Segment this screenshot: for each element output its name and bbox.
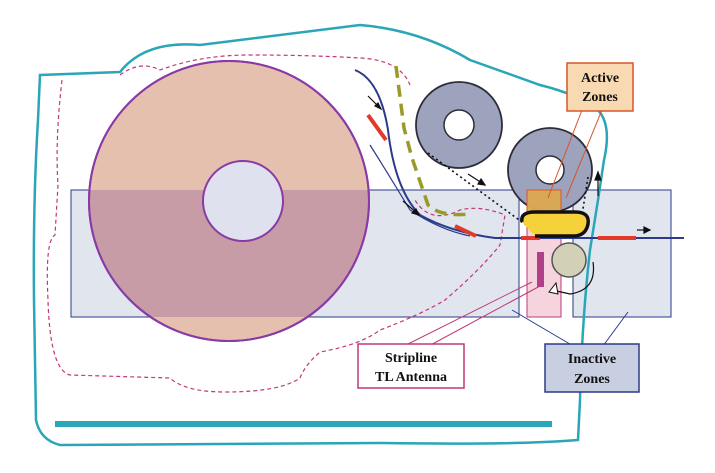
- ribbon-dotted-2: [579, 176, 589, 229]
- ribbon-supply-core: [443, 109, 475, 141]
- media-web-path-2: [369, 144, 471, 237]
- stripline-label-1: Stripline: [385, 351, 437, 366]
- stripline-label-2: TL Antenna: [375, 370, 447, 385]
- ribbon-path-dashed: [394, 65, 471, 217]
- callout-leaders: [399, 99, 629, 351]
- ribbon-takeup-core: [535, 155, 565, 185]
- internal-frame-dashed: [46, 54, 506, 393]
- platen-arrowhead: [548, 281, 559, 295]
- active-segment-1: [366, 113, 388, 142]
- inactive-zones-callout: [544, 343, 640, 393]
- stripline-antenna-icon: [537, 252, 544, 287]
- platen-rotation-arrow: [551, 261, 595, 295]
- printhead-label-icon: [520, 210, 590, 238]
- media-roll-core: [202, 160, 284, 242]
- inactive-zones-label-1: Inactive: [568, 352, 616, 367]
- active-zones-callout: [566, 62, 634, 112]
- flow-arrows: [367, 95, 652, 234]
- active-zones-label-1: Active: [581, 71, 619, 86]
- active-segment-2: [454, 224, 477, 238]
- platen-roller-icon: [551, 242, 587, 278]
- media-roll-outline: [88, 60, 370, 342]
- ribbon-dotted-1: [427, 152, 531, 229]
- tear-bar-icon: [55, 421, 552, 427]
- inactive-zone-right: [572, 189, 672, 318]
- active-zones-label-2: Zones: [582, 90, 618, 105]
- stripline-antenna-callout: [357, 343, 465, 389]
- inactive-zones-label-2: Zones: [574, 372, 610, 387]
